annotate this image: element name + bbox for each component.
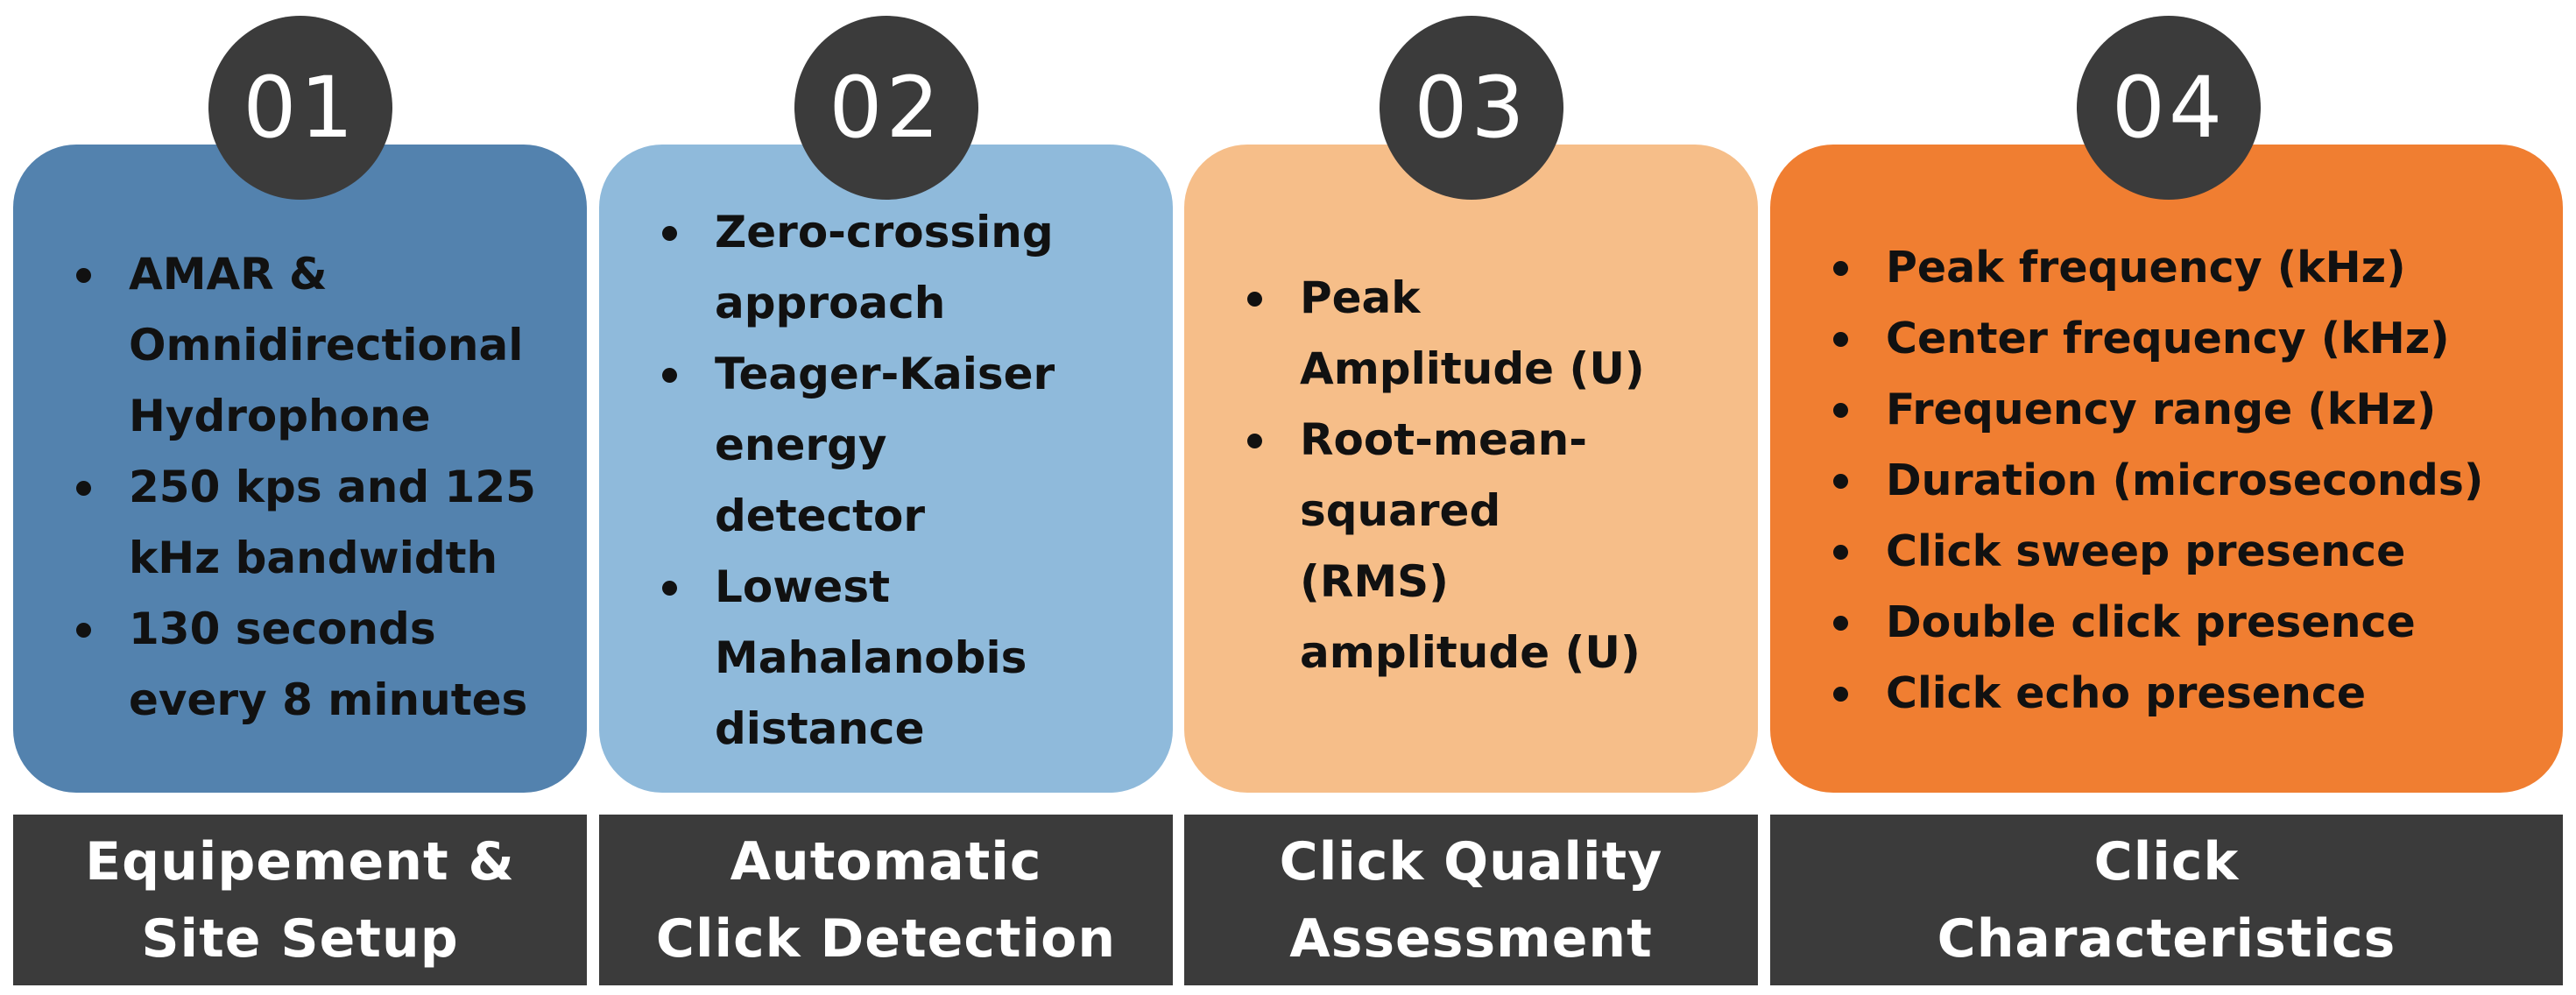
step-label: Automatic Click Detection bbox=[599, 815, 1173, 985]
step-3: 03 Peak Amplitude (U) Root-mean- squared… bbox=[1184, 0, 1758, 995]
bullet-item: AMAR & Omnidirectional Hydrophone bbox=[67, 239, 561, 452]
bullet-item: Zero-crossing approach bbox=[653, 197, 1147, 339]
step-card: AMAR & Omnidirectional Hydrophone 250 kp… bbox=[13, 145, 587, 793]
bullet-item: Click echo presence bbox=[1824, 658, 2537, 729]
bullet-item: 250 kps and 125 kHz bandwidth bbox=[67, 452, 561, 594]
step-label-text: Click Characteristics bbox=[1937, 830, 2396, 970]
step-label-text: Click Quality Assessment bbox=[1279, 830, 1663, 970]
bullet-item: Peak Amplitude (U) bbox=[1239, 263, 1732, 405]
step-card: Peak Amplitude (U) Root-mean- squared (R… bbox=[1184, 145, 1758, 793]
bullet-item: Duration (microseconds) bbox=[1824, 445, 2537, 516]
step-2: 02 Zero-crossing approach Teager-Kaiser … bbox=[599, 0, 1173, 995]
bullet-item: Peak frequency (kHz) bbox=[1824, 232, 2537, 303]
bullet-item: Double click presence bbox=[1824, 587, 2537, 658]
step-label: Click Quality Assessment bbox=[1184, 815, 1758, 985]
step-number-badge: 01 bbox=[208, 16, 392, 200]
step-label-text: Equipement & Site Setup bbox=[85, 830, 515, 970]
step-card: Peak frequency (kHz) Center frequency (k… bbox=[1770, 145, 2563, 793]
step-label-text: Automatic Click Detection bbox=[655, 830, 1117, 970]
bullet-list: Peak frequency (kHz) Center frequency (k… bbox=[1824, 232, 2537, 729]
bullet-list: Peak Amplitude (U) Root-mean- squared (R… bbox=[1239, 263, 1732, 688]
step-number-badge: 02 bbox=[794, 16, 978, 200]
step-1: 01 AMAR & Omnidirectional Hydrophone 250… bbox=[13, 0, 587, 995]
step-number-badge: 03 bbox=[1379, 16, 1563, 200]
bullet-item: Teager-Kaiser energy detector bbox=[653, 339, 1147, 552]
step-4: 04 Peak frequency (kHz) Center frequency… bbox=[1770, 0, 2563, 995]
bullet-item: Root-mean- squared (RMS) amplitude (U) bbox=[1239, 405, 1732, 688]
bullet-item: 130 seconds every 8 minutes bbox=[67, 594, 561, 736]
bullet-list: AMAR & Omnidirectional Hydrophone 250 kp… bbox=[67, 239, 561, 736]
step-card: Zero-crossing approach Teager-Kaiser ene… bbox=[599, 145, 1173, 793]
bullet-item: Center frequency (kHz) bbox=[1824, 303, 2537, 374]
step-number-badge: 04 bbox=[2077, 16, 2261, 200]
bullet-item: Lowest Mahalanobis distance bbox=[653, 552, 1147, 765]
bullet-list: Zero-crossing approach Teager-Kaiser ene… bbox=[653, 197, 1147, 765]
step-label: Equipement & Site Setup bbox=[13, 815, 587, 985]
bullet-item: Frequency range (kHz) bbox=[1824, 374, 2537, 445]
step-label: Click Characteristics bbox=[1770, 815, 2563, 985]
bullet-item: Click sweep presence bbox=[1824, 516, 2537, 587]
